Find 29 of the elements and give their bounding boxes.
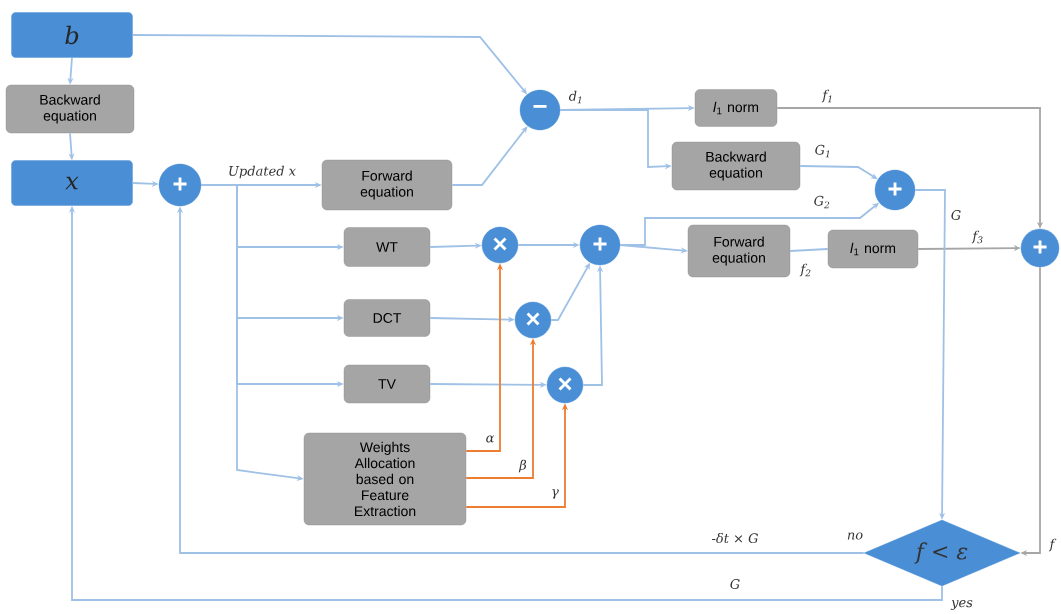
- variable-box: b: [11, 12, 133, 58]
- edge-label: f$_{3}$: [971, 229, 985, 245]
- edge-label: f$_{1}$: [821, 88, 835, 104]
- process-box: Backward equation: [5, 84, 135, 134]
- process-box: Backward equation: [671, 141, 801, 191]
- arrow: [799, 165, 878, 180]
- edge-label: -δt × G: [710, 531, 760, 545]
- edge-label: Updated x: [227, 164, 298, 180]
- edge-label: f: [1048, 537, 1057, 553]
- edge-label: γ: [550, 488, 560, 500]
- process-box: TV: [343, 364, 431, 404]
- edge-label: β: [518, 458, 528, 474]
- edge-label: f$_{2}$: [799, 262, 813, 278]
- edge-label: G$_{1}$: [813, 143, 833, 159]
- process-box: Forward equation: [687, 224, 791, 278]
- process-box: l$_{1}$ norm: [694, 89, 778, 127]
- edge-label: G: [728, 578, 742, 590]
- process-box: Forward equation: [321, 159, 453, 211]
- process-box: WT: [343, 227, 431, 267]
- edge-label: G$_{2}$: [812, 194, 832, 210]
- edge-label: G: [949, 209, 963, 221]
- process-box: Weights Allocation based on Feature Extraction: [303, 432, 467, 526]
- edge-label: α: [484, 434, 496, 444]
- process-box: DCT: [343, 299, 431, 337]
- arrow: [451, 126, 528, 186]
- variable-box: x: [11, 160, 133, 206]
- branch-label: yes: [950, 600, 973, 610]
- edge-label: d$_{1}$: [567, 89, 585, 105]
- process-box: l$_{1}$ norm: [827, 229, 919, 269]
